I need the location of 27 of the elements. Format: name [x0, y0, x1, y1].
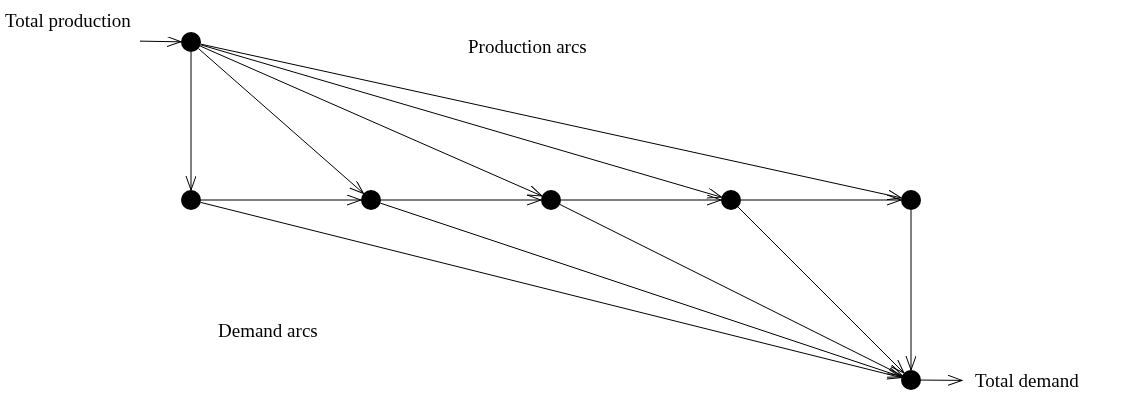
arrow [737, 206, 905, 374]
node-dot [181, 32, 201, 52]
arrow [200, 194, 362, 206]
text-label: Demand arcs [218, 320, 318, 342]
node-dot [361, 190, 381, 210]
node-label: Total production [5, 2, 140, 78]
node-label: Total demand [962, 362, 1132, 400]
node-dot [901, 370, 921, 390]
arrow [905, 209, 917, 371]
arrow [200, 43, 902, 201]
arrow [559, 203, 903, 377]
arrow [560, 194, 722, 206]
arrow [740, 194, 902, 206]
arrow [200, 44, 722, 199]
arrow [380, 202, 902, 378]
arrow [139, 36, 182, 48]
node-dot [901, 190, 921, 210]
node-dot [181, 190, 201, 210]
node-dot [541, 190, 561, 210]
arrow [198, 48, 364, 194]
arrow [199, 45, 543, 197]
arrow [200, 201, 902, 380]
arrow [920, 374, 963, 386]
node-dot [721, 190, 741, 210]
arrow [185, 51, 197, 191]
text-label: Production arcs [468, 36, 587, 58]
arrow [380, 194, 542, 206]
